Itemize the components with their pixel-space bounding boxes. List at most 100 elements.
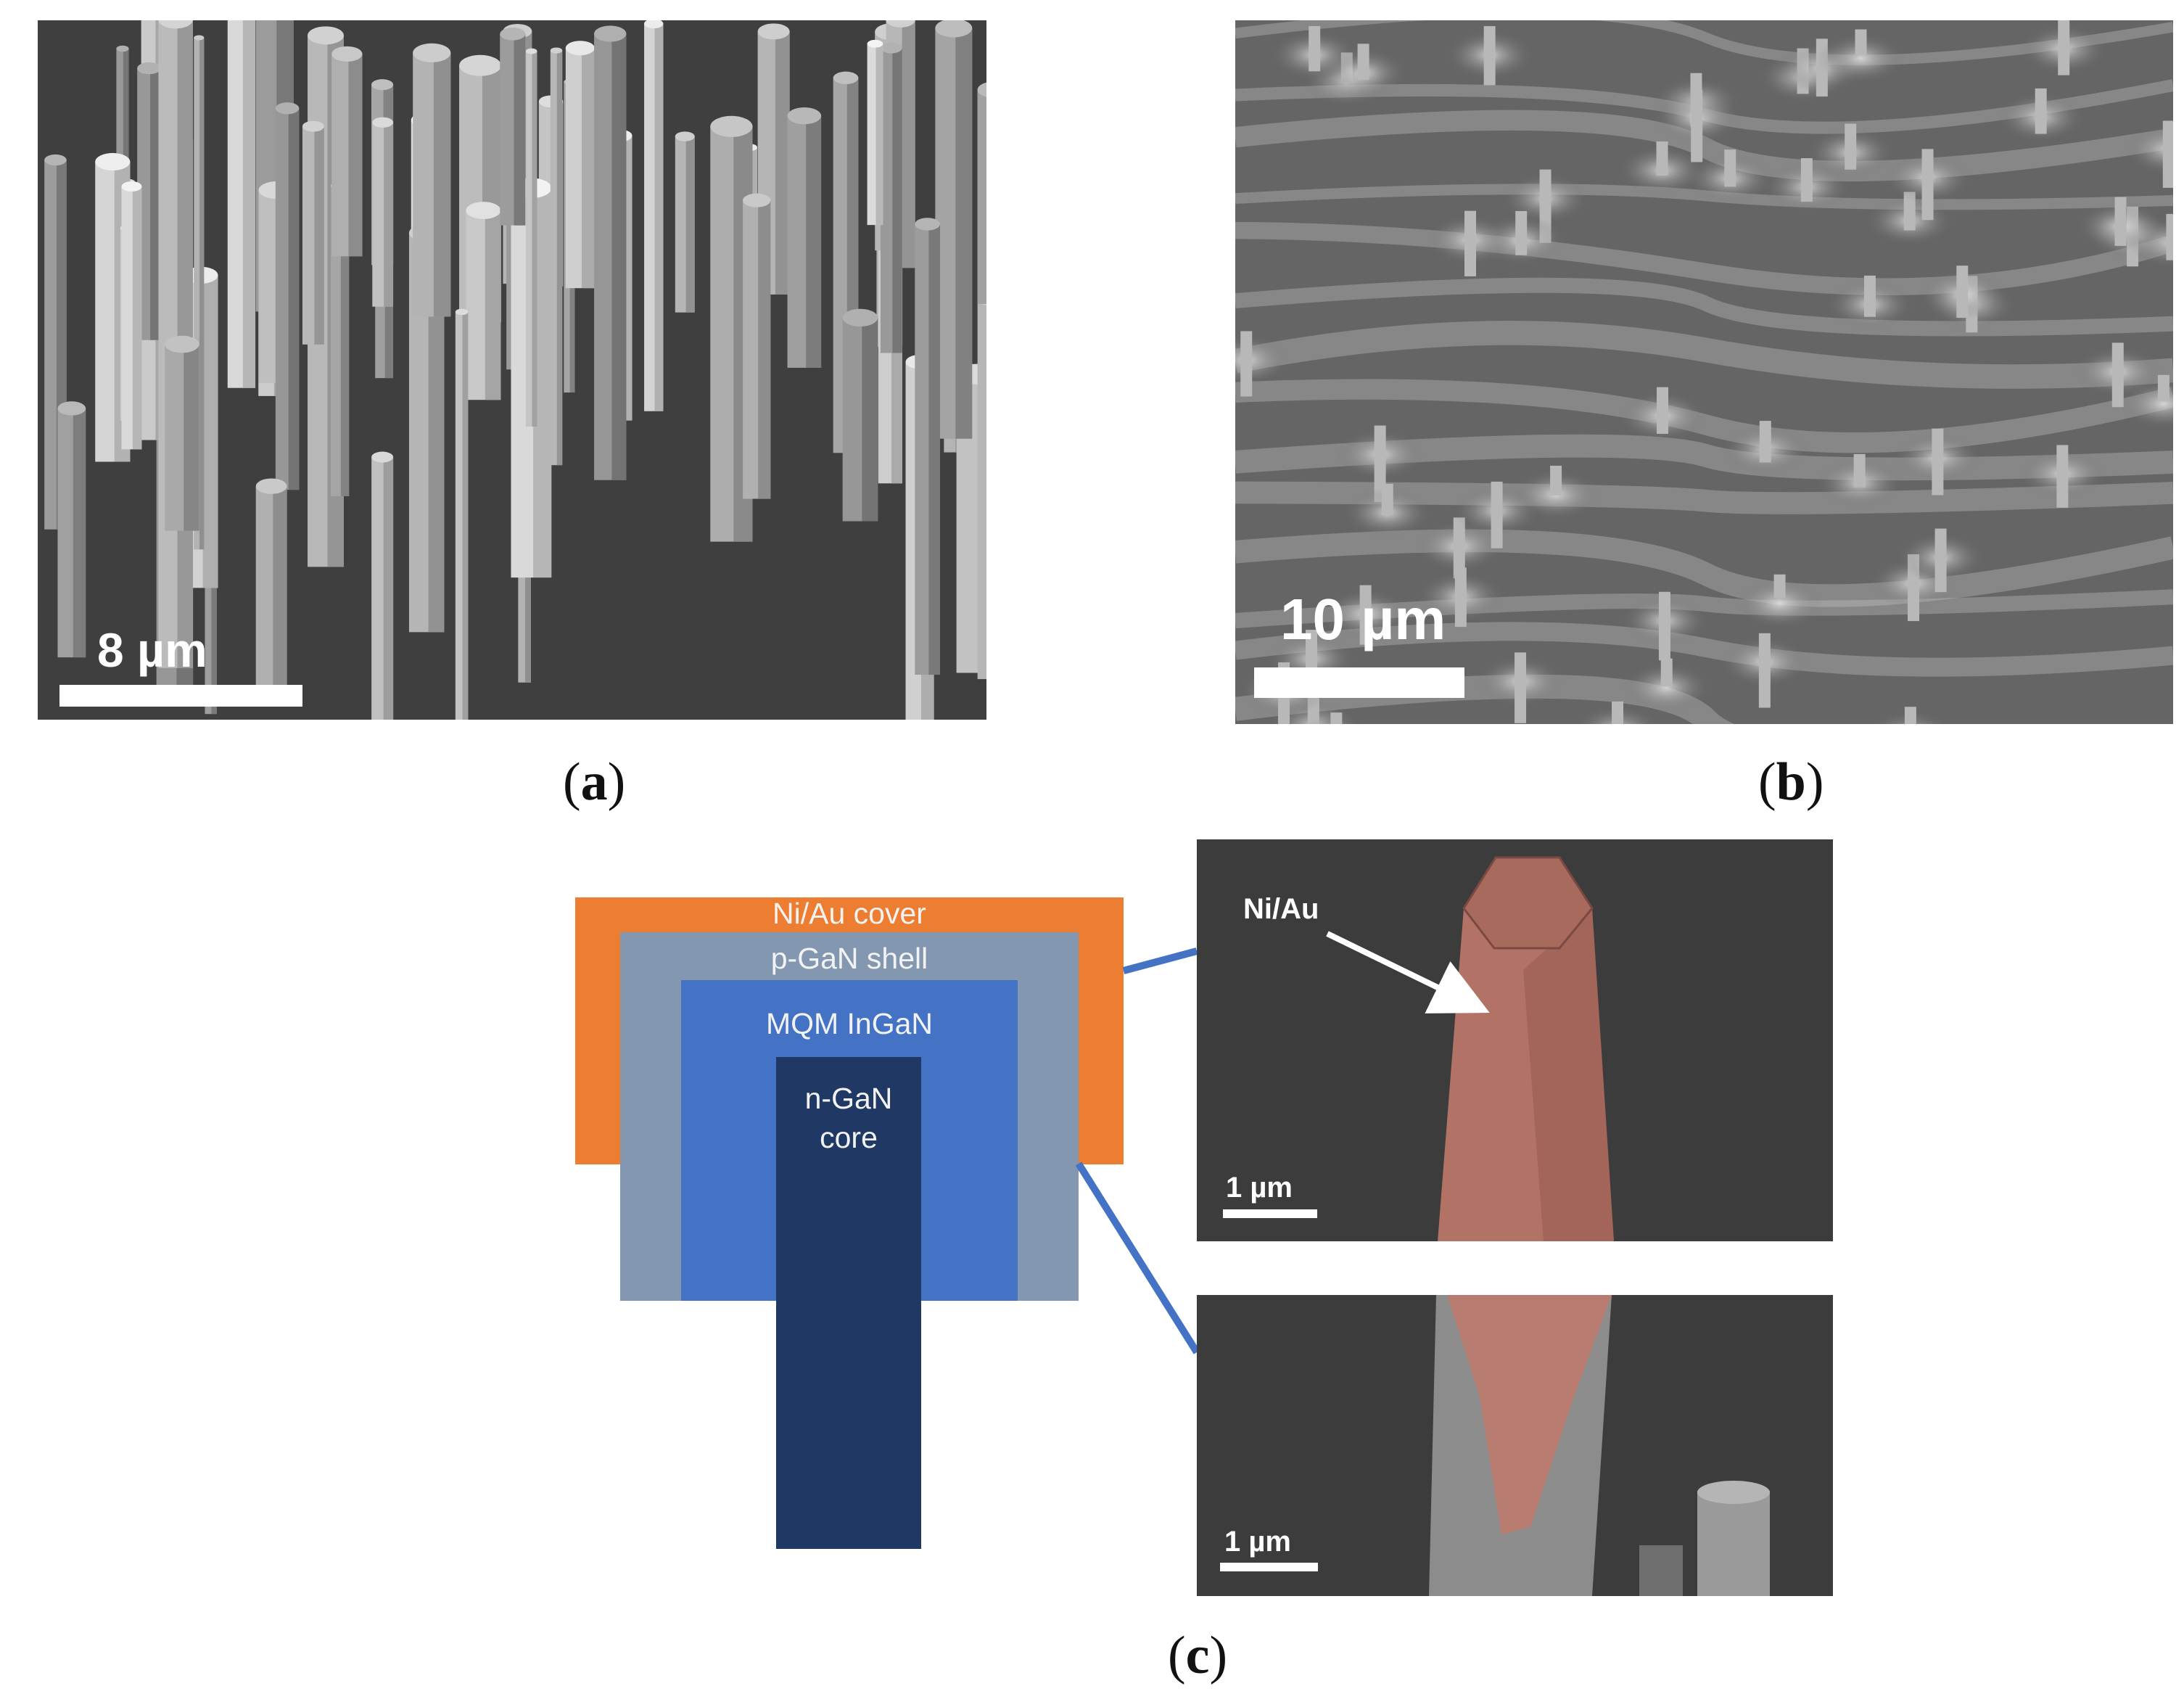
nanowire-stump bbox=[1845, 123, 1857, 170]
nanowire-stump bbox=[1855, 29, 1867, 55]
panel-label-c: (c) bbox=[1168, 1626, 1228, 1685]
nanowire-stump bbox=[1863, 275, 1876, 317]
connector-line-bottom bbox=[1075, 1161, 1200, 1354]
n-gan-core-layer bbox=[776, 1057, 921, 1549]
nanowire-stump bbox=[1550, 465, 1562, 496]
mqm-ingan-label: MQM InGaN bbox=[765, 1007, 934, 1040]
connector-line-top bbox=[1122, 947, 1198, 974]
nanowire-stump bbox=[1515, 210, 1528, 255]
nanowire-stump bbox=[1853, 453, 1866, 488]
nanowire bbox=[121, 181, 142, 450]
scale-bar-label-c-top: 1 µm bbox=[1226, 1172, 1293, 1204]
nanowire-stump bbox=[2058, 20, 2070, 75]
nanowire bbox=[466, 202, 501, 400]
nanowire-stump bbox=[1464, 210, 1476, 276]
nanowire-stump bbox=[1483, 25, 1496, 86]
sem-image-c-bottom: 1 µm bbox=[1197, 1295, 1833, 1596]
nanowire-stump bbox=[1240, 331, 1253, 397]
hexagonal-tip bbox=[1462, 856, 1594, 950]
nanowire bbox=[550, 47, 563, 466]
nanowire-stump bbox=[1724, 149, 1736, 187]
nanowire bbox=[644, 20, 664, 411]
nanowire-stump bbox=[2157, 374, 2169, 401]
panel-label-a: (a) bbox=[563, 752, 626, 812]
nanowire-stump bbox=[2111, 342, 2124, 408]
nanowire bbox=[500, 28, 526, 226]
nanowire bbox=[413, 43, 451, 317]
nanowire-stump bbox=[1660, 658, 1673, 686]
sem-image-b: 10 µm bbox=[1235, 20, 2173, 724]
nanowire-stump bbox=[1309, 25, 1321, 72]
nanowire bbox=[675, 131, 695, 313]
nanowire bbox=[57, 401, 86, 658]
scale-bar-label-b: 10 µm bbox=[1280, 587, 1446, 651]
nanowire-stump bbox=[2162, 120, 2173, 188]
nanowire-stump bbox=[1305, 630, 1317, 678]
sem-image-a: 8 µm bbox=[38, 20, 986, 720]
coated-nanowire-bottom-graphic bbox=[1197, 1295, 1833, 1596]
nanowire-stump bbox=[1374, 425, 1386, 502]
nanowire bbox=[743, 193, 771, 499]
nanowire-stump bbox=[1357, 44, 1369, 80]
nanowire bbox=[787, 107, 822, 368]
nanowire-stump bbox=[1932, 428, 1944, 496]
nanowire bbox=[525, 48, 537, 427]
nanowire-stump bbox=[1453, 517, 1465, 579]
scale-bar-label-c-bottom: 1 µm bbox=[1224, 1526, 1291, 1558]
sem-image-c-top: Ni/Au 1 µm bbox=[1197, 839, 1833, 1241]
nanowire-stump bbox=[1759, 421, 1771, 463]
nanowire bbox=[842, 308, 878, 522]
nanowire-stump bbox=[1330, 712, 1343, 724]
nanowire-stump bbox=[1691, 89, 1703, 163]
nanowire-stump bbox=[1656, 387, 1668, 434]
nanowire bbox=[165, 335, 199, 531]
scale-bar-a bbox=[59, 685, 302, 707]
nanowire bbox=[372, 117, 394, 307]
nanowire-stump bbox=[1381, 483, 1393, 515]
nanowire-stump bbox=[1921, 149, 1934, 221]
nanowire-stump bbox=[1491, 481, 1503, 548]
nanowire-stump bbox=[1904, 707, 1916, 724]
scale-bar-label-a: 8 µm bbox=[97, 623, 207, 677]
nanowire-stump bbox=[2114, 197, 2127, 246]
nanowire-stumps-graphic bbox=[1235, 20, 2173, 724]
nanowire bbox=[331, 46, 363, 257]
ni-au-cover-label: Ni/Au cover bbox=[772, 897, 926, 930]
coated-nanowire-top-graphic bbox=[1197, 839, 1833, 1241]
nanowire-stump bbox=[1800, 158, 1813, 202]
nanowire bbox=[935, 20, 973, 439]
p-gan-shell-label: p-GaN shell bbox=[770, 942, 928, 975]
nanowire bbox=[915, 218, 941, 675]
scale-bar-c-bottom bbox=[1220, 1563, 1318, 1571]
ni-au-annotation: Ni/Au bbox=[1243, 893, 1319, 925]
nanowire bbox=[371, 451, 394, 720]
nanowire bbox=[594, 25, 627, 480]
coating-region bbox=[1447, 1295, 1612, 1534]
panel-label-b: (b) bbox=[1758, 752, 1824, 812]
scale-bar-c-top bbox=[1223, 1209, 1317, 1218]
nanowire bbox=[302, 120, 324, 345]
nanowire bbox=[227, 20, 256, 388]
nanowire-stump bbox=[1454, 567, 1467, 628]
nanowire bbox=[255, 478, 287, 687]
nanowire bbox=[867, 39, 883, 226]
nanowire-stump bbox=[1934, 528, 1947, 593]
nanowire bbox=[275, 102, 300, 490]
nanowire-stump bbox=[1515, 652, 1527, 723]
nanowire-stump bbox=[1773, 574, 1786, 599]
scale-bar-b bbox=[1254, 667, 1464, 698]
nanowire-stump bbox=[1359, 585, 1372, 645]
nanowire-stump bbox=[2166, 213, 2173, 260]
nanowire-stump bbox=[1658, 591, 1670, 661]
nanowire-stump bbox=[1956, 266, 1969, 318]
nanowire-stump bbox=[1903, 192, 1916, 231]
nanowire bbox=[880, 42, 902, 353]
nanowire-stump bbox=[1758, 633, 1771, 708]
nanowire-stump bbox=[2035, 88, 2047, 134]
nanowire-array-graphic bbox=[38, 20, 986, 720]
arrow-icon bbox=[1326, 931, 1490, 1013]
nanowire bbox=[455, 308, 469, 720]
neighbor-nanowire bbox=[1697, 1491, 1770, 1596]
